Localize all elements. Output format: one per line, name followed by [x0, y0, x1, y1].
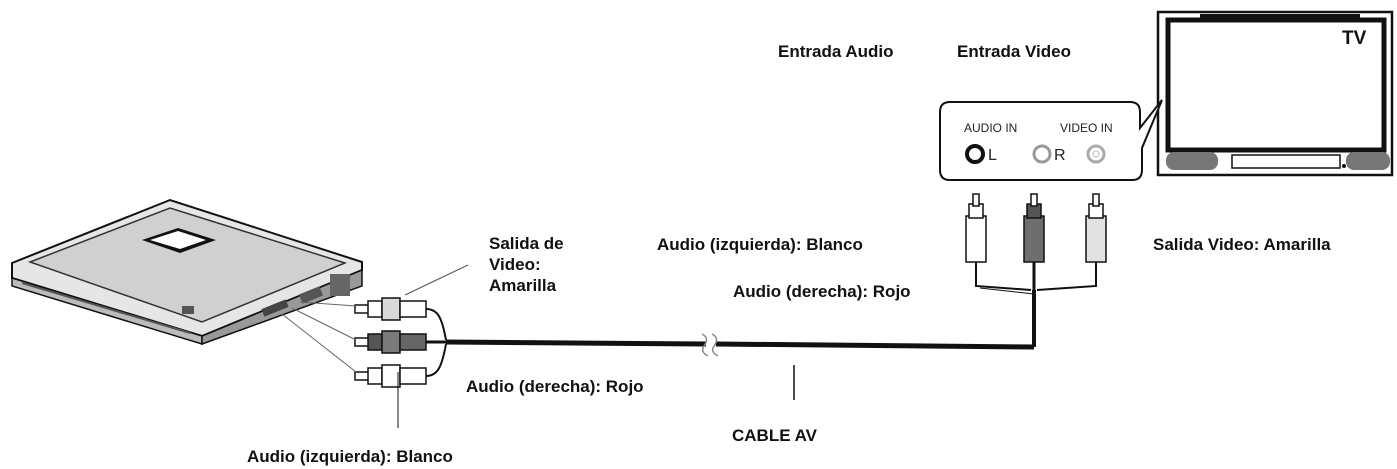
tv-input-panel: AUDIO IN VIDEO IN L R [939, 99, 1163, 181]
label-salida-de-video-line2: Video: [489, 255, 541, 274]
channel-r-label: R [1054, 147, 1066, 164]
plug-red-left-icon [354, 330, 427, 354]
jack-audio-right-icon [1032, 144, 1052, 164]
label-entrada-audio: Entrada Audio [778, 42, 894, 61]
video-in-label: VIDEO IN [1060, 121, 1113, 135]
av-cable [445, 333, 1035, 400]
audio-in-label: AUDIO IN [964, 121, 1017, 135]
jack-audio-left-icon [965, 144, 985, 164]
label-audio-izquierda-blanco-bottom: Audio (izquierda): Blanco [247, 447, 453, 466]
label-salida-video-amarilla: Salida Video: Amarilla [1153, 235, 1331, 254]
dvd-player-icon [11, 198, 363, 346]
label-audio-izquierda-blanco-top: Audio (izquierda): Blanco [657, 235, 863, 254]
label-audio-derecha-rojo-bottom: Audio (derecha): Rojo [466, 377, 644, 396]
right-plugs [965, 193, 1107, 347]
label-cable-av: CABLE AV [732, 426, 817, 445]
plug-yellow-left-icon [354, 297, 427, 321]
plug-white-left-icon [354, 364, 427, 388]
label-audio-derecha-rojo-top: Audio (derecha): Rojo [733, 282, 911, 301]
label-salida-de-video-line1: Salida de [489, 234, 564, 253]
label-tv: TV [1342, 28, 1367, 49]
plug-yellow-right-icon [1085, 193, 1107, 263]
label-salida-de-video-line3: Amarilla [489, 276, 557, 295]
tv-icon [1156, 10, 1394, 177]
left-plugs [281, 264, 469, 428]
label-entrada-video: Entrada Video [957, 42, 1071, 61]
plug-white-right-icon [965, 193, 987, 263]
plug-red-right-icon [1023, 193, 1045, 263]
channel-l-label: L [988, 147, 997, 164]
